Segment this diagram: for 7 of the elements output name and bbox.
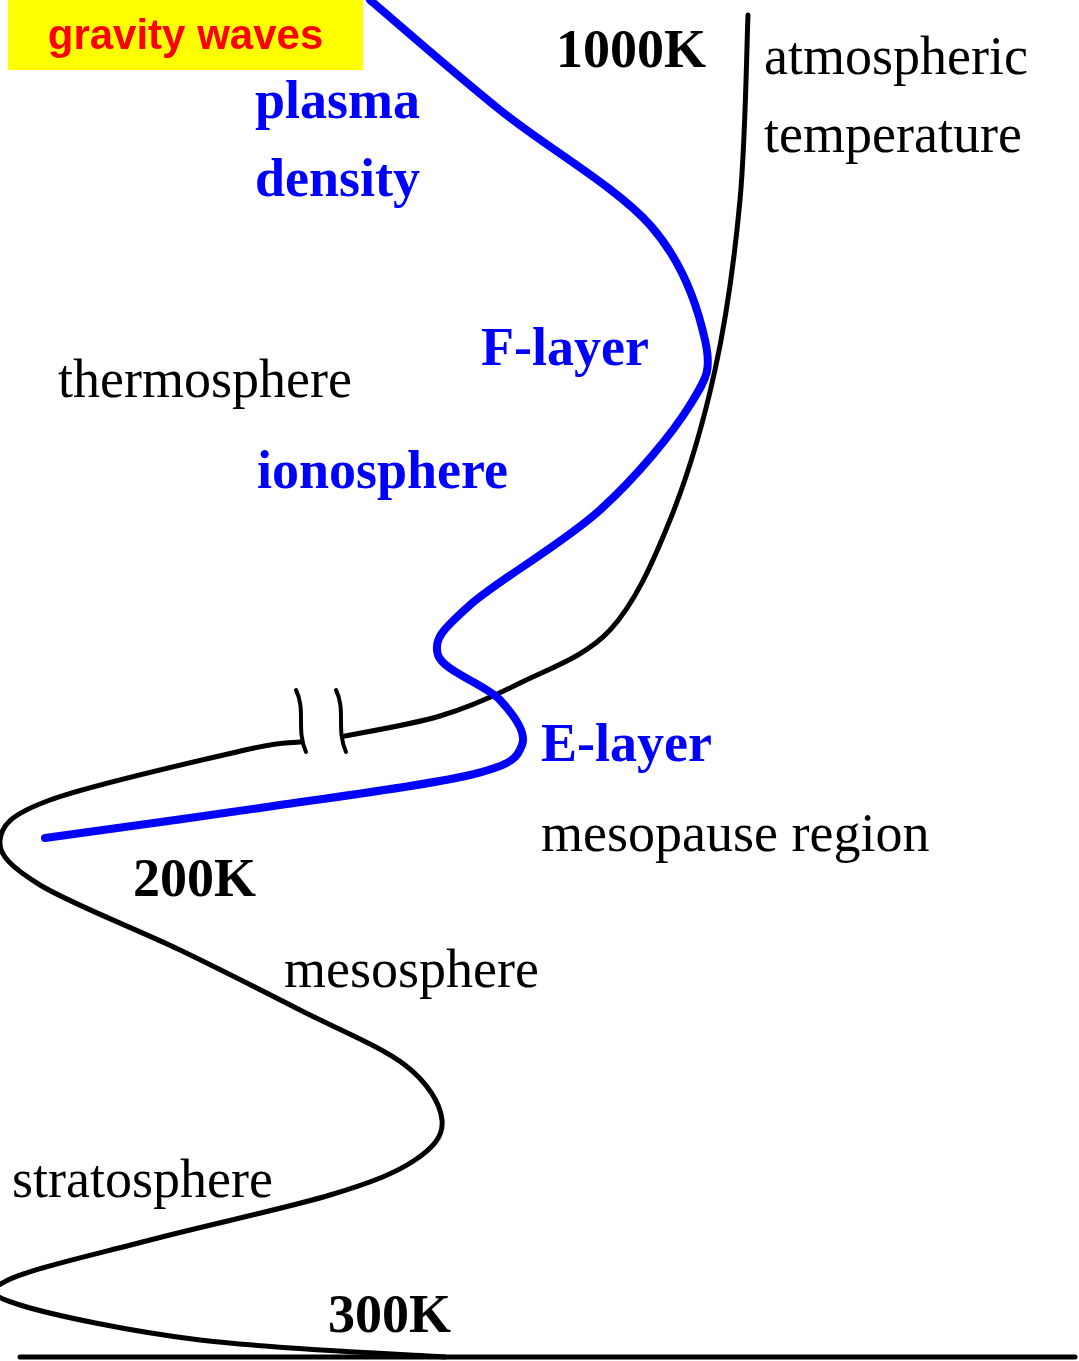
highlight-box xyxy=(8,0,363,70)
axis-label: atmospheric temperature xyxy=(764,25,1029,167)
temperature-value: 300K xyxy=(328,1287,451,1341)
box-title: gravity waves xyxy=(47,11,324,59)
temperature-value: 1000K xyxy=(556,22,706,76)
temperature-value: 200K xyxy=(133,851,256,905)
curve-label: plasma density xyxy=(255,69,422,211)
